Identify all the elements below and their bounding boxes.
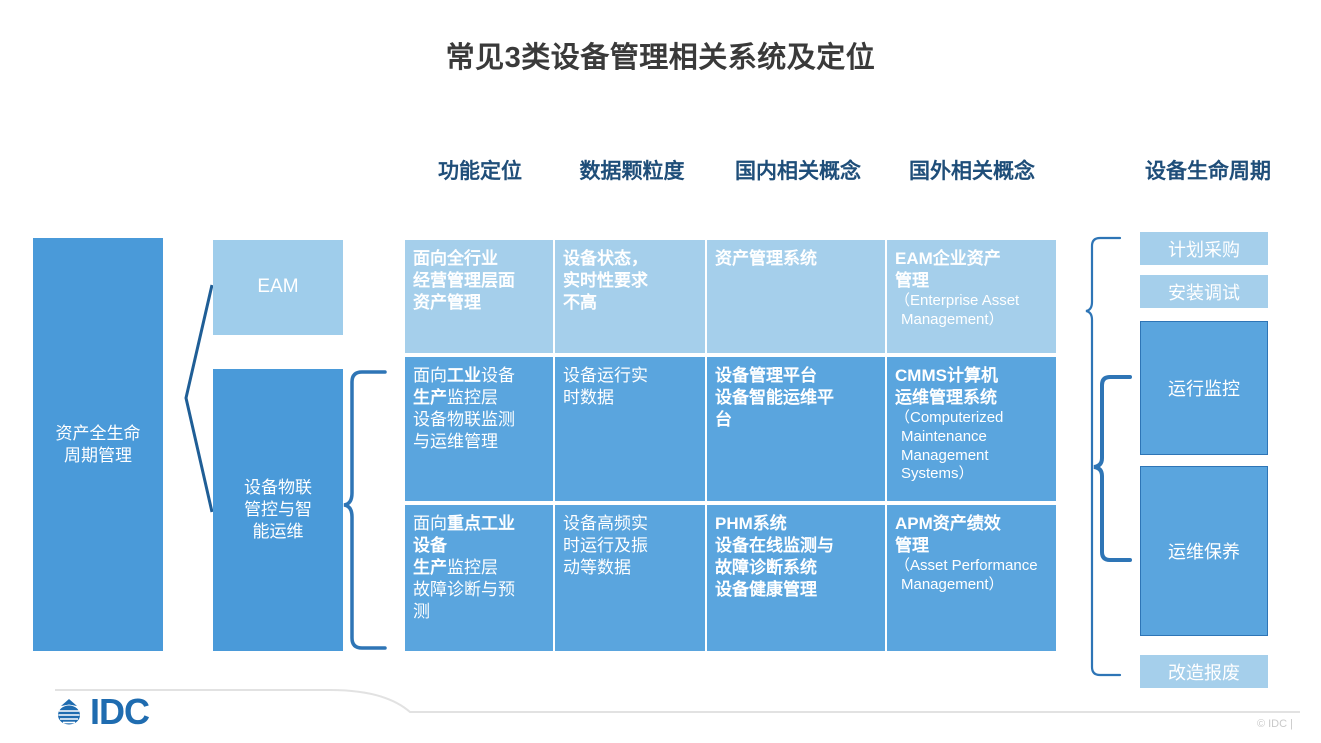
table-row: 面向工业设备生产监控层设备物联监测与运维管理 设备运行实 时数据 设备管理平台 … [405,357,1056,501]
cell-foreign-row2: CMMS计算机 运维管理系统 （Computerized Maintenance… [887,357,1056,501]
cell-function-row3: 面向重点工业设备生产监控层故障诊断与预测 [405,505,555,651]
idc-logo: IDC [52,691,150,732]
globe-icon [58,699,80,725]
cell-foreign-row3-en: （Asset Performance Management） [895,557,1038,593]
lifecycle-box-install-commission: 安装调试 [1140,275,1268,308]
cell-foreign-row2-en: （Computerized Maintenance Management Sys… [895,409,1004,483]
cell-foreign-row3-cn: APM资产绩效 管理 [895,514,1001,556]
left-main-label: 资产全生命 周期管理 [55,423,141,465]
table-row: 面向全行业 经营管理层面 资产管理 设备状态， 实时性要求 不高 资产管理系统 … [405,240,1056,353]
cell-foreign-row1-en: （Enterprise Asset Management） [895,292,1020,328]
left-eam-box: EAM [213,240,343,335]
cell-foreign-row1-cn: EAM企业资产 管理 [895,249,1001,291]
idc-logo-text: IDC [90,691,150,732]
page-title: 常见3类设备管理相关系统及定位 [445,42,876,74]
copyright-text: © IDC | [1256,718,1293,730]
column-header-lifecycle: 设备生命周期 [1145,160,1271,183]
left-eam-label: EAM [257,276,299,298]
lifecycle-box-maintenance: 运维保养 [1140,466,1268,636]
cell-foreign-row2-cn: CMMS计算机 运维管理系统 [895,366,998,408]
cell-granularity-row1: 设备状态， 实时性要求 不高 [555,240,707,353]
lifecycle-box-retrofit-scrap: 改造报废 [1140,655,1268,688]
column-header-domestic: 国内相关概念 [735,160,861,183]
cell-function-row2: 面向工业设备生产监控层设备物联监测与运维管理 [405,357,555,501]
left-main-box: 资产全生命 周期管理 [33,238,163,651]
left-iot-box: 设备物联 管控与智 能运维 [213,369,343,651]
cell-domestic-row1: 资产管理系统 [707,240,887,353]
table-row: 面向重点工业设备生产监控层故障诊断与预测 设备高频实 时运行及振 动等数据 PH… [405,505,1056,651]
cell-granularity-row3: 设备高频实 时运行及振 动等数据 [555,505,707,651]
lifecycle-box-plan-purchase: 计划采购 [1140,232,1268,265]
column-header-function: 功能定位 [438,160,522,183]
cell-domestic-row2: 设备管理平台 设备智能运维平 台 [707,357,887,501]
cell-granularity-row2: 设备运行实 时数据 [555,357,707,501]
lifecycle-box-operation-monitor: 运行监控 [1140,321,1268,455]
column-header-foreign: 国外相关概念 [909,160,1035,183]
left-iot-label: 设备物联 管控与智 能运维 [244,478,312,541]
column-header-granularity: 数据颗粒度 [579,160,685,183]
cell-foreign-row1: EAM企业资产 管理 （Enterprise Asset Management） [887,240,1056,353]
cell-domestic-row3: PHM系统 设备在线监测与 故障诊断系统 设备健康管理 [707,505,887,651]
cell-function-row1: 面向全行业 经营管理层面 资产管理 [405,240,555,353]
cell-foreign-row3: APM资产绩效 管理 （Asset Performance Management… [887,505,1056,651]
systems-matrix: 面向全行业 经营管理层面 资产管理 设备状态， 实时性要求 不高 资产管理系统 … [405,240,1056,655]
